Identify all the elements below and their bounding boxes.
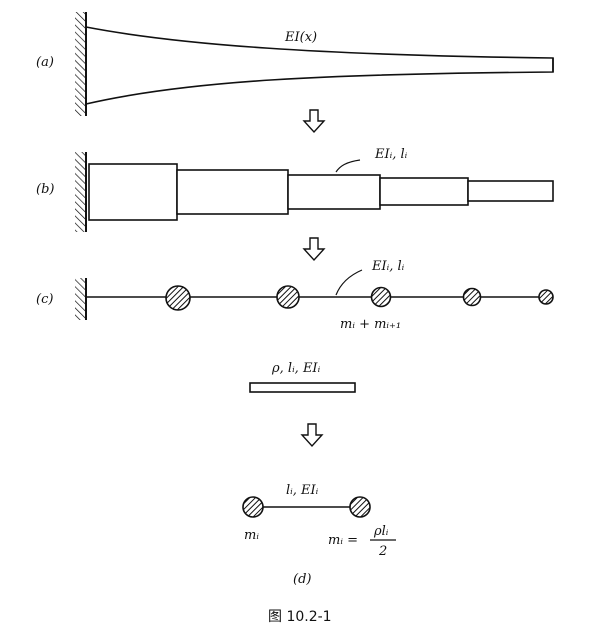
- lumped-mass-5: [538, 289, 554, 305]
- lumped-mass-4: [462, 287, 482, 307]
- beam-segment-1: [88, 163, 178, 221]
- label-c: (c): [36, 292, 53, 307]
- panel-a: (a) EI(x): [36, 12, 554, 116]
- label-mass-sum: mᵢ + mᵢ₊₁: [340, 317, 401, 332]
- figure-caption: 图 10.2-1: [268, 609, 332, 625]
- label-frac-den: 2: [378, 544, 387, 559]
- leader-line-c: [335, 269, 363, 296]
- label-mi-eq: mᵢ =: [328, 533, 358, 548]
- lumped-mass-1: [165, 285, 191, 311]
- end-mass-right: [349, 496, 371, 518]
- fixed-wall-c: [75, 278, 86, 320]
- fixed-wall-a: [75, 12, 86, 116]
- label-rho-li-ei: ρ, lᵢ, EIᵢ: [271, 361, 321, 376]
- continuous-element: ρ, lᵢ, EIᵢ: [249, 361, 356, 393]
- lumped-mass-3: [370, 286, 392, 308]
- label-a: (a): [36, 55, 54, 70]
- label-frac-num: ρlᵢ: [373, 524, 389, 539]
- lumped-mass-2: [276, 285, 300, 309]
- beam-segment-4: [379, 177, 469, 206]
- panel-c: (c) EIᵢ, lᵢ mᵢ + mᵢ₊₁: [36, 259, 554, 332]
- label-d: (d): [293, 572, 311, 587]
- down-arrow-icon: [302, 237, 326, 262]
- label-ei-li-b: EIᵢ, lᵢ: [374, 147, 408, 162]
- label-ei-li-c: EIᵢ, lᵢ: [371, 259, 405, 274]
- label-mi-left: mᵢ: [244, 528, 259, 543]
- leader-line-b: [335, 159, 361, 173]
- beam-segment-5: [467, 180, 554, 202]
- label-li-ei-d: lᵢ, EIᵢ: [286, 483, 319, 498]
- beam-segment-2: [176, 169, 289, 215]
- label-b: (b): [36, 182, 54, 197]
- end-mass-left: [242, 496, 264, 518]
- panel-b: (b) EIᵢ, lᵢ: [36, 147, 554, 232]
- fixed-wall-b: [75, 152, 86, 232]
- panel-d: lᵢ, EIᵢ mᵢ mᵢ = ρlᵢ 2 (d): [242, 483, 396, 587]
- beam-segment-3: [287, 174, 381, 210]
- label-ei-x: EI(x): [284, 30, 317, 45]
- down-arrow-icon: [300, 423, 324, 448]
- beam-element-bar: [249, 382, 356, 393]
- down-arrow-icon: [302, 109, 326, 134]
- tapered-beam: [85, 26, 554, 105]
